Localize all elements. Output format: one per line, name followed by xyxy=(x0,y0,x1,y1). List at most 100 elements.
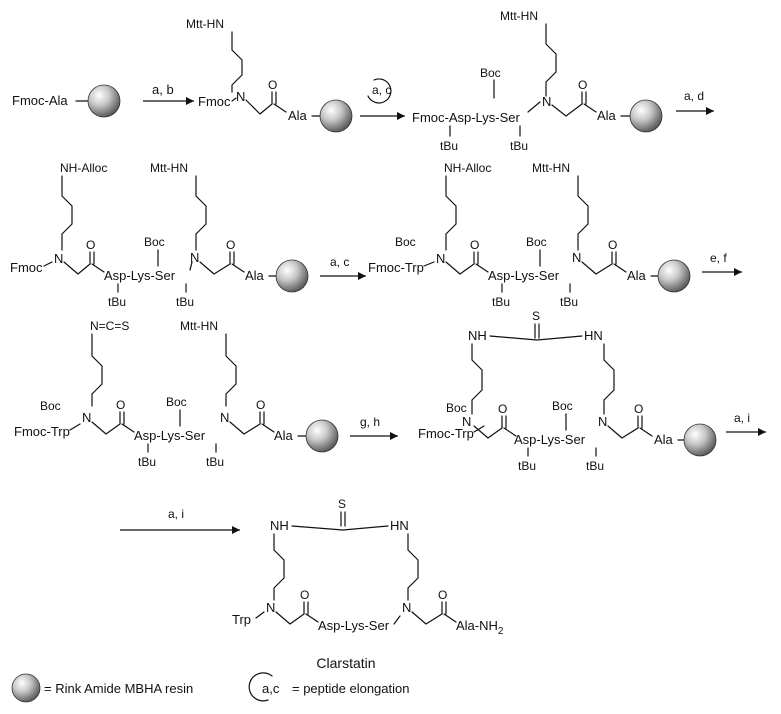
compound-4: NH-Alloc Mtt-HN Fmoc N O Boc Asp-Lys-Ser… xyxy=(10,161,309,309)
ala-label: Ala xyxy=(597,108,617,123)
reagent-label-ai: a, i xyxy=(168,507,184,521)
o-atom: O xyxy=(86,238,95,252)
tbu-label: tBu xyxy=(440,139,458,153)
asp-lys-ser-label: Asp-Lys-Ser xyxy=(134,428,206,443)
n-atom: N xyxy=(220,410,229,425)
s-atom: S xyxy=(338,497,346,511)
cycle-arrow-icon xyxy=(248,672,273,702)
tbu-label: tBu xyxy=(176,295,194,309)
o-atom: O xyxy=(268,78,277,92)
o-atom: O xyxy=(578,78,587,92)
compound-3: Mtt-HN Boc Fmoc-Asp-Lys-Ser tBu tBu N O … xyxy=(412,9,663,153)
n-atom: N xyxy=(54,251,63,266)
n-atom: N xyxy=(572,250,581,265)
legend-cycle-label: a,c xyxy=(262,681,280,696)
mtt-hn-label: Mtt-HN xyxy=(186,17,224,31)
resin-bead-icon xyxy=(305,419,339,453)
o-atom: O xyxy=(116,398,125,412)
reaction-arrow-4: a, c xyxy=(320,255,366,280)
reagent-label-ai: a, i xyxy=(734,411,750,425)
boc-label: Boc xyxy=(552,399,573,413)
mtt-hn-label: Mtt-HN xyxy=(500,9,538,23)
reaction-arrow-6: g, h xyxy=(350,415,398,440)
ncs-label: N=C=S xyxy=(90,319,129,333)
o-atom: O xyxy=(608,238,617,252)
n-atom: N xyxy=(436,251,445,266)
legend: = Rink Amide MBHA resin a,c = peptide el… xyxy=(11,672,409,703)
fmoc-label: Fmoc xyxy=(198,94,231,109)
n-atom: N xyxy=(266,600,275,615)
tbu-label: tBu xyxy=(560,295,578,309)
fmoc-asp-lys-ser-label: Fmoc-Asp-Lys-Ser xyxy=(412,110,521,125)
boc-label: Boc xyxy=(446,401,467,415)
n-atom: N xyxy=(598,414,607,429)
fmoc-ala-label: Fmoc-Ala xyxy=(12,93,68,108)
n-atom: N xyxy=(190,250,199,265)
reagent-label-gh: g, h xyxy=(360,415,380,429)
hn-label: HN xyxy=(584,328,603,343)
o-atom: O xyxy=(226,238,235,252)
tbu-label: tBu xyxy=(586,459,604,473)
reaction-arrow-1: a, b xyxy=(143,82,194,105)
ala-label: Ala xyxy=(274,428,294,443)
boc-label: Boc xyxy=(526,235,547,249)
asp-lys-ser-label: Asp-Lys-Ser xyxy=(318,618,390,633)
fmoc-trp-label: Fmoc-Trp xyxy=(368,260,424,275)
reagent-label-ad: a, d xyxy=(684,89,704,103)
n-atom: N xyxy=(542,94,551,109)
n-atom: N xyxy=(462,414,471,429)
resin-bead-icon xyxy=(657,259,691,293)
ala-label: Ala xyxy=(627,268,647,283)
reaction-arrow-5: e, f xyxy=(702,251,742,276)
legend-resin-text: = Rink Amide MBHA resin xyxy=(44,681,193,696)
compound-2: Mtt-HN Fmoc N O Ala xyxy=(186,17,353,133)
o-atom: O xyxy=(256,398,265,412)
reagent-label-ac: a, c xyxy=(330,255,349,269)
reagent-label-ab: a, b xyxy=(152,82,174,97)
ala-label: Ala xyxy=(288,108,308,123)
asp-lys-ser-label: Asp-Lys-Ser xyxy=(488,268,560,283)
boc-label: Boc xyxy=(166,395,187,409)
compound-clarstatin: S NH HN Trp N O Asp-Lys-Ser N O Ala-NH2 … xyxy=(232,497,504,671)
mtt-hn-label: Mtt-HN xyxy=(150,161,188,175)
tbu-label: tBu xyxy=(108,295,126,309)
fmoc-trp-label: Fmoc-Trp xyxy=(418,426,474,441)
boc-label: Boc xyxy=(395,235,416,249)
n-atom: N xyxy=(82,410,91,425)
reaction-arrow-3: a, d xyxy=(676,89,714,115)
product-name: Clarstatin xyxy=(316,655,375,671)
fmoc-trp-label: Fmoc-Trp xyxy=(14,424,70,439)
resin-bead-icon xyxy=(629,99,663,133)
mtt-hn-label: Mtt-HN xyxy=(180,319,218,333)
tbu-label: tBu xyxy=(518,459,536,473)
nh-label: NH xyxy=(270,518,289,533)
tbu-label: tBu xyxy=(206,455,224,469)
legend-cycle-text: = peptide elongation xyxy=(292,681,409,696)
resin-bead-icon xyxy=(87,84,121,118)
reagent-label-ef: e, f xyxy=(710,251,727,265)
resin-bead-icon xyxy=(319,99,353,133)
fmoc-label: Fmoc xyxy=(10,260,43,275)
boc-label: Boc xyxy=(480,66,501,80)
reaction-arrow-2: a, c xyxy=(360,78,405,120)
compound-5: NH-Alloc Mtt-HN Boc Fmoc-Trp N O Boc Asp… xyxy=(368,161,691,309)
o-atom: O xyxy=(634,402,643,416)
reaction-arrow-8: a, i xyxy=(120,507,240,534)
ala-label: Ala xyxy=(245,268,265,283)
reaction-arrow-7: a, i xyxy=(726,411,766,436)
o-atom: O xyxy=(470,238,479,252)
compound-6: N=C=S Mtt-HN Boc Fmoc-Trp N O Boc Asp-Ly… xyxy=(14,319,339,469)
nh-label: NH xyxy=(468,328,487,343)
boc-label: Boc xyxy=(40,399,61,413)
hn-label: HN xyxy=(390,518,409,533)
tbu-label: tBu xyxy=(492,295,510,309)
n-atom: N xyxy=(402,600,411,615)
n-atom: N xyxy=(236,89,245,104)
cycle-arrow-icon xyxy=(367,78,392,104)
o-atom: O xyxy=(438,588,447,602)
asp-lys-ser-label: Asp-Lys-Ser xyxy=(514,432,586,447)
o-atom: O xyxy=(498,402,507,416)
nh-alloc-label: NH-Alloc xyxy=(60,161,107,175)
tbu-label: tBu xyxy=(138,455,156,469)
